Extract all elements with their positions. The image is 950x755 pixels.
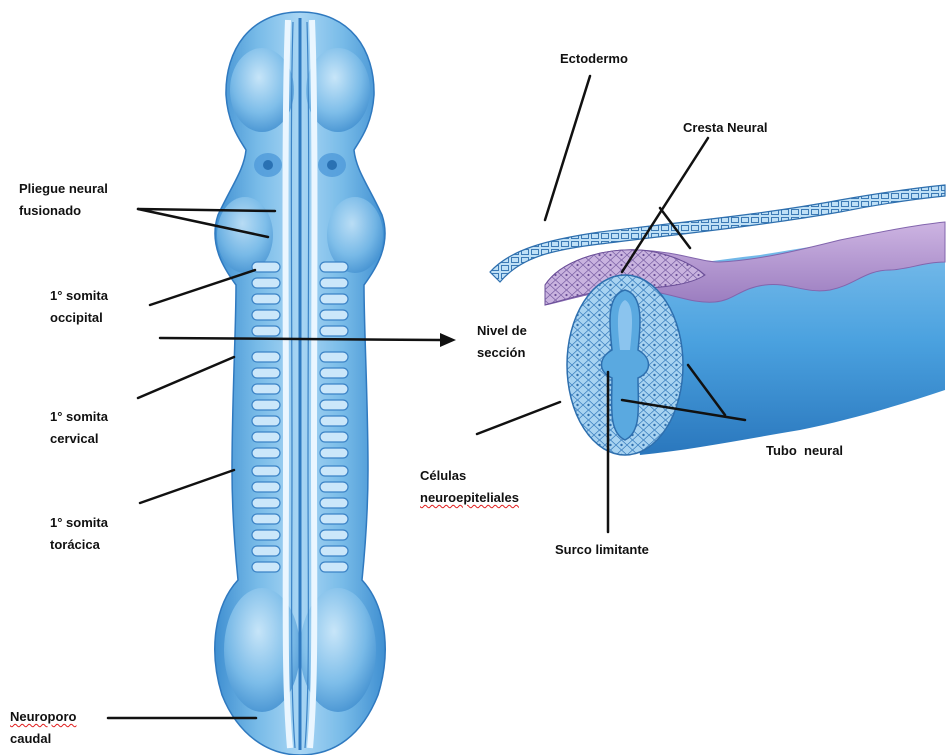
label-ectodermo-text: Ectodermo <box>560 48 628 70</box>
label-surco-limitante: Surco limitante <box>555 539 649 561</box>
label-cervical-line1: 1° somita <box>50 406 108 428</box>
label-somita-occipital: 1° somita occipital <box>50 285 108 329</box>
label-neuroporo-caudal: Neuroporo caudal <box>10 706 76 750</box>
section-level-arrow <box>160 338 440 340</box>
leader-cresta-1 <box>622 138 708 272</box>
leader-somita-toracica <box>140 470 234 503</box>
label-neuroporo-line1: Neuroporo <box>10 706 76 728</box>
label-tubo-text: Tubo neural <box>766 440 843 462</box>
label-neuroporo-line2: caudal <box>10 728 76 750</box>
label-surco-text: Surco limitante <box>555 539 649 561</box>
label-occipital-line1: 1° somita <box>50 285 108 307</box>
label-occipital-line2: occipital <box>50 307 108 329</box>
embryo-dorsal-view <box>215 12 385 755</box>
label-somita-toracica: 1° somita torácica <box>50 512 108 556</box>
label-cresta-neural: Cresta Neural <box>683 117 768 139</box>
label-tubo-neural: Tubo neural <box>766 440 843 462</box>
label-nivel-seccion: Nivel de sección <box>477 320 527 364</box>
leader-ectodermo <box>545 76 590 220</box>
leader-celulas <box>477 402 560 434</box>
label-toracica-line1: 1° somita <box>50 512 108 534</box>
arrowhead <box>440 333 456 347</box>
label-ectodermo: Ectodermo <box>560 48 628 70</box>
label-pliegue-line2: fusionado <box>19 200 108 222</box>
label-cresta-text: Cresta Neural <box>683 117 768 139</box>
label-toracica-line2: torácica <box>50 534 108 556</box>
label-pliegue-neural: Pliegue neural fusionado <box>19 178 108 222</box>
label-celulas-neuroepiteliales: Células neuroepiteliales <box>420 465 519 509</box>
leader-somita-cervical <box>138 357 234 398</box>
label-nivel-line1: Nivel de <box>477 320 527 342</box>
label-celulas-line1: Células <box>420 465 519 487</box>
label-celulas-line2: neuroepiteliales <box>420 487 519 509</box>
label-somita-cervical: 1° somita cervical <box>50 406 108 450</box>
label-cervical-line2: cervical <box>50 428 108 450</box>
label-nivel-line2: sección <box>477 342 527 364</box>
label-pliegue-line1: Pliegue neural <box>19 178 108 200</box>
